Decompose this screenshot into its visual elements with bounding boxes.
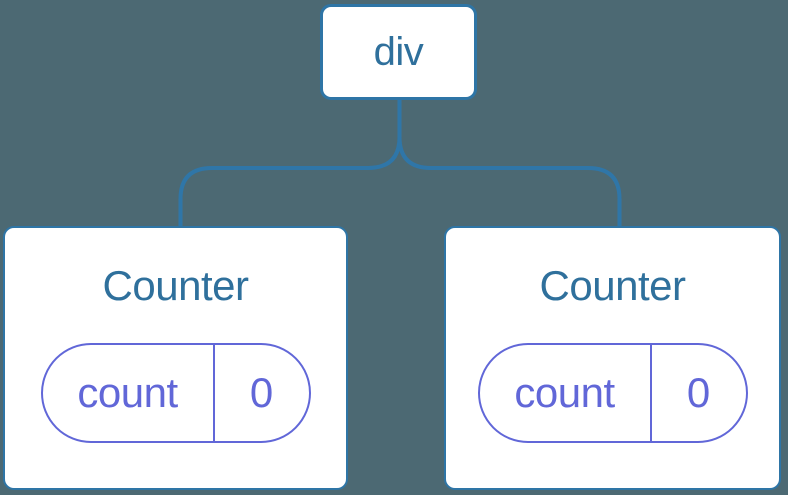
component-name-label: Counter xyxy=(102,262,249,309)
state-value-label: 0 xyxy=(686,369,711,416)
state-value-label: 0 xyxy=(249,369,274,416)
root-node-label: div xyxy=(373,29,424,74)
state-pill: count 0 xyxy=(477,343,748,443)
connector-right-branch xyxy=(397,100,622,227)
tree-node-counter-right: Counter count 0 xyxy=(444,226,781,490)
component-name-label: Counter xyxy=(539,262,686,309)
connector-left-branch xyxy=(178,100,402,227)
state-pill-divider xyxy=(212,345,215,441)
state-pill: count 0 xyxy=(40,343,311,443)
tree-node-root: div xyxy=(320,4,477,100)
state-pill-divider xyxy=(649,345,652,441)
state-key-label: count xyxy=(77,369,178,416)
state-key-label: count xyxy=(514,369,615,416)
tree-node-counter-left: Counter count 0 xyxy=(3,226,348,490)
